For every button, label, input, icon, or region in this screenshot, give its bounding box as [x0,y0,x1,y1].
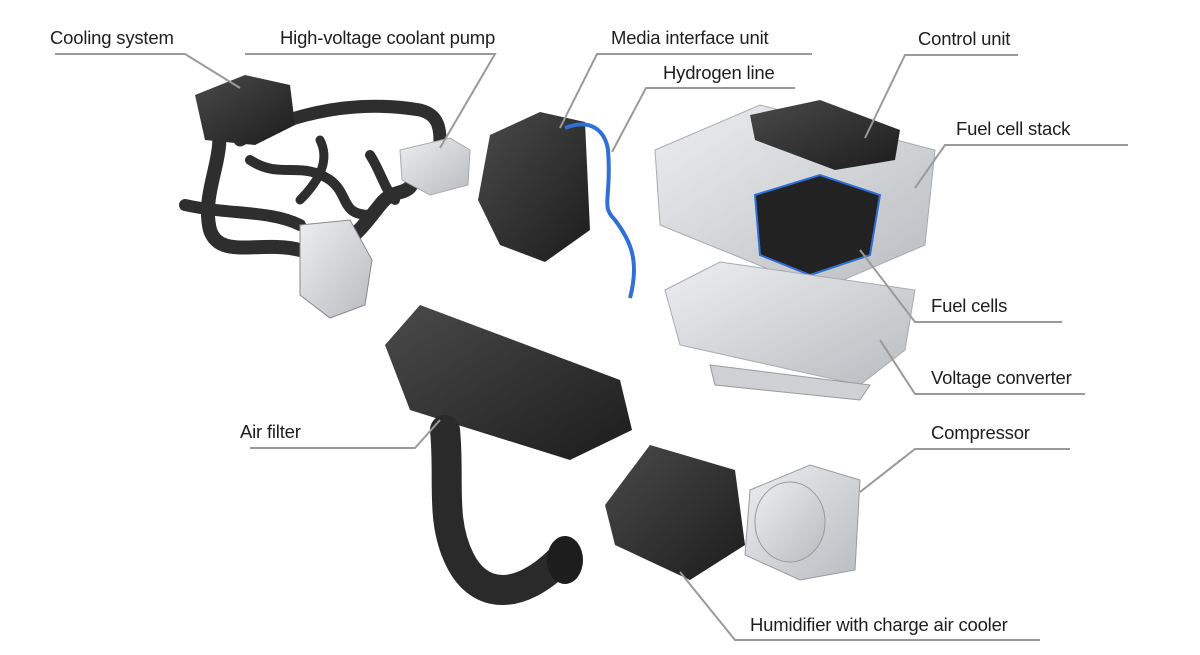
label-media-interface-unit: Media interface unit [611,27,769,48]
label-compressor: Compressor [931,422,1030,443]
label-voltage-converter: Voltage converter [931,367,1072,388]
humidifier [605,445,745,580]
leader-air-filter [250,419,441,449]
label-fuel-cell-stack: Fuel cell stack [956,118,1071,139]
leader-voltage-converter [879,339,1085,395]
label-fuel-cells: Fuel cells [931,295,1008,316]
label-hydrogen-line: Hydrogen line [663,62,775,83]
coolant-heater [299,219,373,319]
media-interface-unit [478,112,590,262]
leader-fuel-cells [859,249,1062,323]
leader-hydrogen-line [611,87,795,153]
cooling-valve [195,75,295,145]
coolant-pump [399,137,471,196]
hydrogen-line [564,122,637,299]
leader-control-unit [864,54,1018,139]
fuel-cells [753,173,882,277]
leader-hv-coolant-pump [245,53,497,149]
leader-cooling-system [55,53,241,89]
label-humidifier: Humidifier with charge air cooler [750,614,1008,635]
air-filter-box [385,305,632,460]
leader-humidifier [679,571,1040,641]
label-cooling-system: Cooling system [50,27,174,48]
leader-lines [55,53,1128,641]
leader-fuel-cell-stack [914,144,1128,189]
label-hv-coolant-pump: High-voltage coolant pump [280,27,496,48]
voltage-converter [664,261,916,386]
leader-compressor [859,448,1070,493]
air-filter-duct [430,415,575,605]
leader-media-interface-unit [559,53,812,129]
label-control-unit: Control unit [918,28,1011,49]
control-unit [750,100,900,170]
label-air-filter: Air filter [240,421,301,442]
